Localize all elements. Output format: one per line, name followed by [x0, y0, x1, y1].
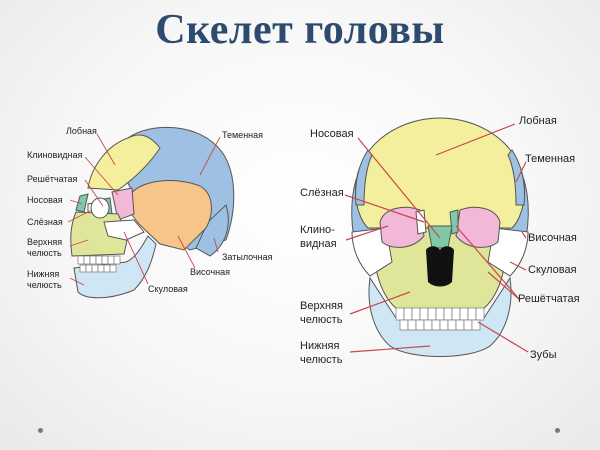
frontal-parietal-bone-left: [355, 149, 373, 206]
label-frontal-mandible-1: Нижняя: [300, 340, 339, 352]
page-title: Скелет головы: [155, 7, 445, 53]
label-lateral-ethmoid: Решётчатая: [27, 174, 77, 184]
lateral-teeth: [77, 255, 121, 273]
lateral-zygomatic-bone: [103, 219, 145, 241]
label-frontal-maxilla-1: Верхняя: [300, 300, 343, 312]
label-lateral-occipital: Затылочная: [222, 252, 273, 262]
slide-corner-dot-left: [38, 428, 43, 433]
frontal-orbit-left: [379, 206, 425, 248]
label-frontal-zygomatic: Скуловая: [528, 264, 577, 276]
label-lateral-parietal: Теменная: [222, 130, 263, 140]
label-lateral-temporal: Височная: [190, 267, 230, 277]
frontal-labels: Носовая Лобная Теменная Слёзная Клино- в…: [300, 115, 580, 366]
frontal-orbit-right: [455, 206, 501, 248]
label-frontal-maxilla-2: челюсть: [300, 314, 343, 326]
lateral-orbit: [90, 197, 110, 219]
label-frontal-sphenoid-1: Клино-: [300, 224, 335, 236]
lateral-occipital-bone: [195, 204, 229, 257]
label-frontal-mandible-2: челюсть: [300, 354, 343, 366]
label-frontal-teeth: Зубы: [530, 349, 557, 361]
frontal-parietal-bone-right: [507, 149, 525, 206]
label-frontal-frontal: Лобная: [519, 115, 557, 127]
lateral-labels: Лобная Теменная Клиновидная Решётчатая Н…: [27, 126, 273, 294]
label-lateral-maxilla-2: челюсть: [27, 248, 62, 258]
frontal-teeth: [395, 307, 485, 331]
label-lateral-mandible-2: челюсть: [27, 280, 62, 290]
lateral-sphenoid-bone: [111, 187, 135, 221]
frontal-skull: Носовая Лобная Теменная Слёзная Клино- в…: [300, 115, 580, 366]
label-lateral-zygomatic: Скуловая: [148, 284, 188, 294]
frontal-nasal-bone: [427, 225, 453, 249]
slide-corner-dot-right: [555, 428, 560, 433]
label-lateral-frontal: Лобная: [66, 126, 97, 136]
lateral-leader-lines: [67, 133, 221, 286]
label-lateral-sphenoid: Клиновидная: [27, 150, 83, 160]
lateral-skull: Лобная Теменная Клиновидная Решётчатая Н…: [27, 126, 273, 299]
frontal-frontal-bone: [354, 117, 526, 229]
label-frontal-temporal: Височная: [528, 232, 577, 244]
frontal-mandible-bone: [368, 276, 512, 357]
label-lateral-nasal: Носовая: [27, 195, 63, 205]
label-frontal-sphenoid-2: видная: [300, 238, 337, 250]
lateral-frontal-bone: [87, 134, 161, 191]
label-frontal-ethmoid: Решётчатая: [518, 293, 580, 305]
label-lateral-mandible-1: Нижняя: [27, 269, 59, 279]
label-frontal-lacrimal: Слёзная: [300, 187, 344, 199]
frontal-nasal-cavity: [426, 246, 454, 287]
frontal-leader-lines: [344, 123, 529, 353]
label-lateral-lacrimal: Слёзная: [27, 217, 63, 227]
label-lateral-maxilla-1: Верхняя: [27, 237, 62, 247]
label-frontal-parietal: Теменная: [525, 153, 575, 165]
frontal-lacrimal-bone: [415, 209, 427, 235]
label-frontal-nasal: Носовая: [310, 128, 354, 140]
